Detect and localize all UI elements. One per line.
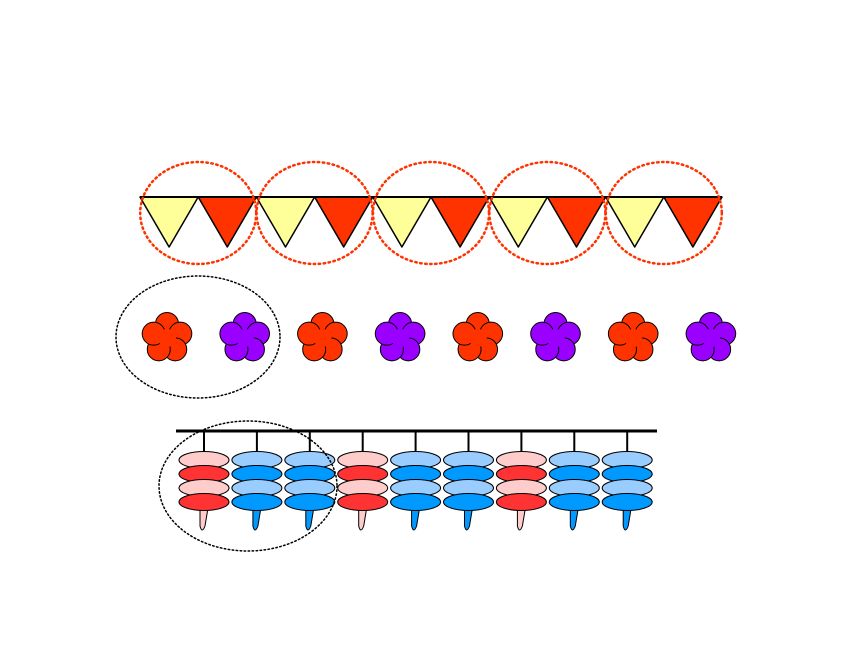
flower-purple	[219, 312, 271, 362]
bead	[284, 493, 336, 511]
bead-string-blue	[231, 431, 283, 531]
flag-garland-row	[138, 160, 724, 266]
bead-string-pink	[495, 431, 547, 531]
bead-string-blue	[548, 431, 600, 531]
flower-red	[297, 312, 348, 362]
bead-string-blue	[284, 431, 336, 531]
flower-row	[115, 275, 737, 399]
flag-red	[430, 196, 490, 248]
bead	[601, 493, 653, 511]
group-circle	[604, 160, 724, 266]
flower-center	[468, 329, 487, 347]
flower-purple	[374, 312, 426, 362]
flower-center	[158, 329, 176, 347]
flag-yellow	[372, 196, 432, 248]
flag-yellow	[604, 196, 665, 248]
string-tail	[622, 507, 632, 531]
flag-yellow	[139, 196, 199, 248]
flower-center	[235, 329, 254, 347]
string-tail	[252, 507, 262, 531]
string-tail	[569, 507, 579, 531]
flower-center	[313, 329, 332, 347]
flower-center	[546, 329, 565, 347]
group-circle	[115, 275, 281, 399]
string-tail	[411, 507, 421, 531]
string-tail	[516, 507, 526, 531]
flag-red	[663, 196, 723, 248]
bead	[337, 493, 389, 511]
flag-red	[313, 196, 374, 248]
bead	[548, 493, 600, 511]
bead-string-blue	[390, 431, 442, 531]
bead	[178, 493, 230, 511]
flower-center	[624, 329, 643, 347]
flower-red	[452, 312, 504, 362]
flower-red	[607, 312, 659, 362]
bead-strings-row	[158, 420, 657, 552]
flag-yellow	[255, 196, 316, 248]
flag-yellow	[488, 196, 549, 248]
string-tail	[305, 507, 315, 531]
string-tail	[199, 507, 209, 531]
flower-center	[701, 329, 720, 347]
bead-string-pink	[337, 431, 389, 531]
bead-string-blue	[443, 431, 494, 531]
bead	[495, 493, 547, 511]
bead-string-pink	[178, 431, 230, 531]
bead	[390, 493, 442, 511]
string-tail	[358, 507, 368, 531]
flower-purple	[685, 312, 737, 362]
bead	[231, 493, 283, 511]
flag-red	[546, 196, 607, 248]
bead	[443, 493, 494, 511]
group-circle	[158, 420, 338, 552]
flag-red	[197, 196, 258, 248]
flower-red	[141, 312, 193, 362]
string-tail	[464, 507, 474, 531]
bead-string-blue	[601, 431, 653, 531]
flower-center	[391, 329, 410, 347]
flower-purple	[530, 312, 581, 362]
